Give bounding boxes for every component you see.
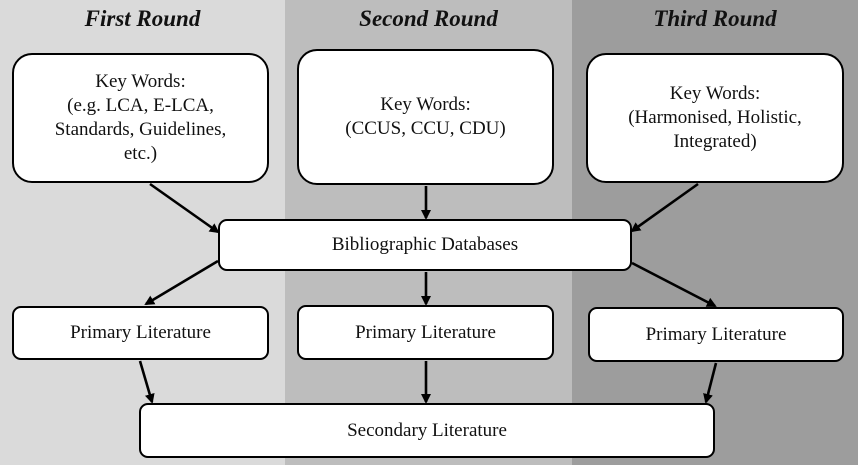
secondary-literature-label: Secondary Literature [347, 419, 507, 441]
arrow-first-keywords-to-databases [149, 182, 220, 234]
arrow-databases-to-third-primary [631, 261, 717, 308]
first-round-keywords-box: Key Words: (e.g. LCA, E-LCA, Standards, … [12, 53, 269, 183]
keywords-line: etc.) [123, 143, 158, 164]
first-round-primary-literature-box: Primary Literature [12, 306, 269, 360]
first-round-title: First Round [84, 6, 201, 31]
keywords-line: (CCUS, CCU, CDU) [345, 118, 506, 139]
keywords-line: Integrated) [673, 131, 757, 152]
arrow-databases-to-first-primary [144, 259, 219, 306]
keywords-label: Key Words: [669, 83, 761, 104]
third-round-title: Third Round [653, 6, 777, 31]
arrow-third-keywords-to-databases [630, 182, 699, 233]
keywords-label: Key Words: [380, 94, 471, 115]
second-round-title: Second Round [359, 6, 498, 31]
second-round-primary-literature-box: Primary Literature [297, 305, 554, 360]
second-round-keywords-box: Key Words: (CCUS, CCU, CDU) [297, 49, 554, 185]
bibliographic-databases-label: Bibliographic Databases [331, 234, 519, 255]
keywords-label: Key Words: [95, 71, 186, 92]
keywords-line: (e.g. LCA, E-LCA, [67, 95, 214, 116]
primary-literature-label: Primary Literature [70, 322, 211, 343]
secondary-literature-box: Secondary Literature [139, 403, 715, 458]
primary-literature-label: Primary Literature [355, 321, 496, 343]
keywords-line: (Harmonised, Holistic, [628, 107, 802, 128]
primary-literature-label: Primary Literature [645, 323, 787, 345]
third-round-primary-literature-box: Primary Literature [588, 307, 844, 362]
keywords-line: Standards, Guidelines, [54, 119, 227, 140]
arrow-first-primary-to-secondary [138, 360, 155, 404]
bibliographic-databases-box: Bibliographic Databases [218, 219, 632, 271]
arrow-third-primary-to-secondary [703, 362, 718, 404]
third-round-keywords-box: Key Words: (Harmonised, Holistic, Integr… [586, 53, 844, 183]
